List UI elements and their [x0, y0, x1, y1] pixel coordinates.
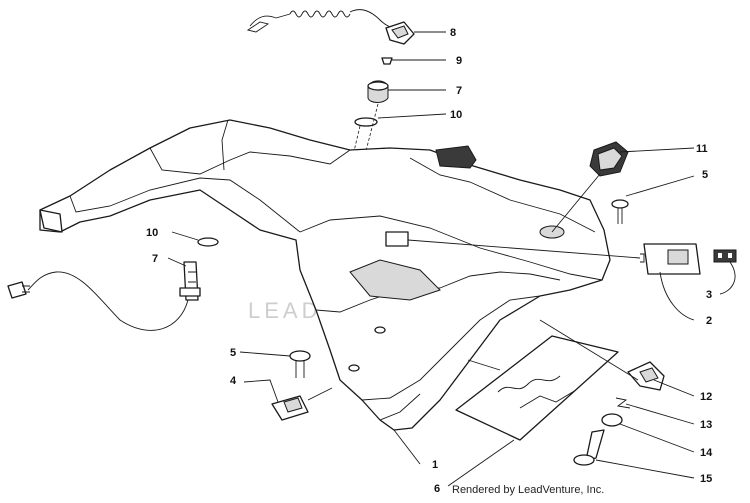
clip-12 — [627, 361, 665, 391]
connector-3 — [713, 249, 737, 263]
callout-10-lower: 10 — [146, 227, 158, 239]
plunger-7-upper — [367, 80, 389, 103]
callout-3: 3 — [706, 289, 712, 301]
light-housing-11 — [589, 141, 629, 177]
callout-5-lower: 5 — [230, 347, 236, 359]
o-ring-10-lower — [197, 237, 219, 247]
callout-11: 11 — [696, 143, 708, 155]
callout-14: 14 — [700, 447, 713, 459]
callout-1: 1 — [432, 459, 438, 471]
callouts: 8 9 7 10 11 5 10 7 3 2 5 4 12 13 14 1 15… — [146, 27, 713, 495]
callout-12: 12 — [700, 391, 712, 403]
callout-7-lower: 7 — [152, 253, 158, 265]
spring-coil — [289, 10, 351, 18]
callout-9: 9 — [456, 55, 462, 67]
rear-tunnel-panel — [39, 119, 611, 431]
credit-text: Rendered by LeadVenture, Inc. — [452, 484, 605, 496]
decal-6 — [455, 335, 619, 441]
callout-8: 8 — [450, 27, 456, 39]
callout-15: 15 — [700, 473, 712, 485]
plunger-7-lower-cable — [7, 261, 201, 331]
screw-9 — [381, 57, 393, 65]
clip-nut-4 — [271, 395, 309, 421]
module-2 — [640, 243, 701, 275]
callout-10: 10 — [450, 109, 462, 121]
callout-5: 5 — [702, 169, 708, 181]
callout-4: 4 — [230, 375, 237, 387]
latch-cable-assembly — [246, 9, 415, 45]
callout-6: 6 — [434, 483, 440, 495]
callout-2: 2 — [706, 315, 712, 327]
o-ring-10-upper — [354, 117, 378, 127]
screw-5-right — [611, 199, 629, 224]
callout-13: 13 — [700, 419, 712, 431]
screw-5-left — [289, 350, 311, 378]
push-rivet-15 — [573, 429, 605, 466]
callout-7: 7 — [456, 85, 462, 97]
leader-lines — [167, 31, 736, 487]
washer-14 — [601, 413, 623, 427]
spring-clip-13 — [615, 397, 631, 409]
